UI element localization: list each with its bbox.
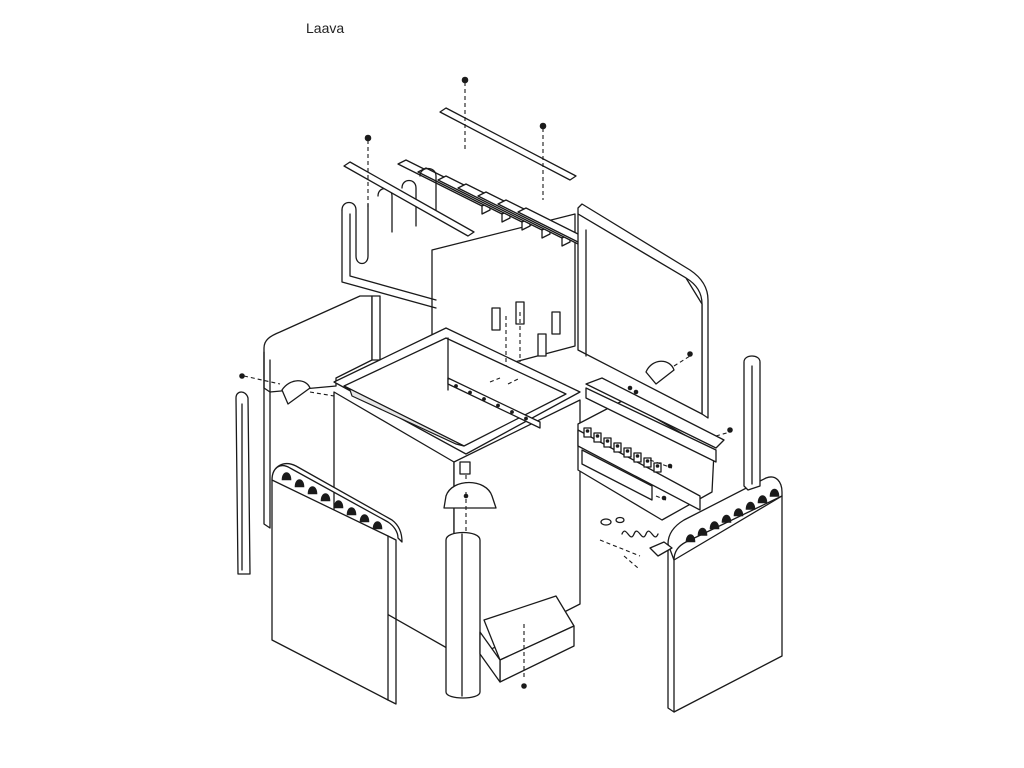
vent-slot (359, 514, 370, 523)
vent-slot (697, 527, 708, 536)
sensor-spring (599, 516, 673, 569)
terminal-screw (585, 429, 590, 433)
terminal-screw (635, 454, 640, 458)
terminal-screw (605, 439, 610, 443)
front-left-panel (271, 463, 403, 705)
rail-hole (496, 403, 500, 408)
diagram-title: Laava (306, 20, 345, 36)
vent-slot (294, 479, 305, 488)
center-corner-cover (443, 482, 497, 699)
vent-slot (709, 521, 720, 530)
top-screws (364, 76, 547, 210)
left-corner-strip (235, 373, 281, 575)
front-right-panel (667, 476, 783, 713)
terminal-screw (625, 449, 630, 453)
base-tray (479, 595, 575, 689)
vent-slot (346, 507, 357, 516)
terminal-screw (645, 459, 650, 463)
vent-slot (333, 500, 344, 509)
terminal-screw (615, 444, 620, 448)
right-guard-cap (645, 351, 693, 385)
vent-slot (745, 501, 756, 510)
terminal-screw (595, 434, 600, 438)
control-screws (627, 385, 733, 501)
rail-hole (524, 416, 528, 421)
control-box (577, 377, 725, 521)
vent-slot (757, 495, 768, 504)
rail-hole (510, 410, 514, 414)
vent-slot (721, 514, 732, 523)
vent-slot (733, 508, 744, 517)
rail-hole (454, 384, 458, 388)
vent-slot (685, 534, 696, 543)
vent-slot (281, 472, 292, 481)
left-guard-cap (281, 380, 335, 405)
heating-element-rack (341, 107, 611, 385)
rail-hole (482, 397, 486, 401)
vent-slot (307, 486, 318, 495)
vent-slot (372, 521, 383, 530)
vent-slot (769, 488, 780, 497)
vent-slot (320, 493, 331, 502)
rail-hole (468, 390, 472, 395)
terminal-screw (655, 464, 660, 468)
internal-guide-lines (489, 312, 521, 385)
back-right-panel (577, 203, 709, 419)
back-left-panel (263, 295, 381, 529)
right-corner-strip (743, 355, 761, 491)
